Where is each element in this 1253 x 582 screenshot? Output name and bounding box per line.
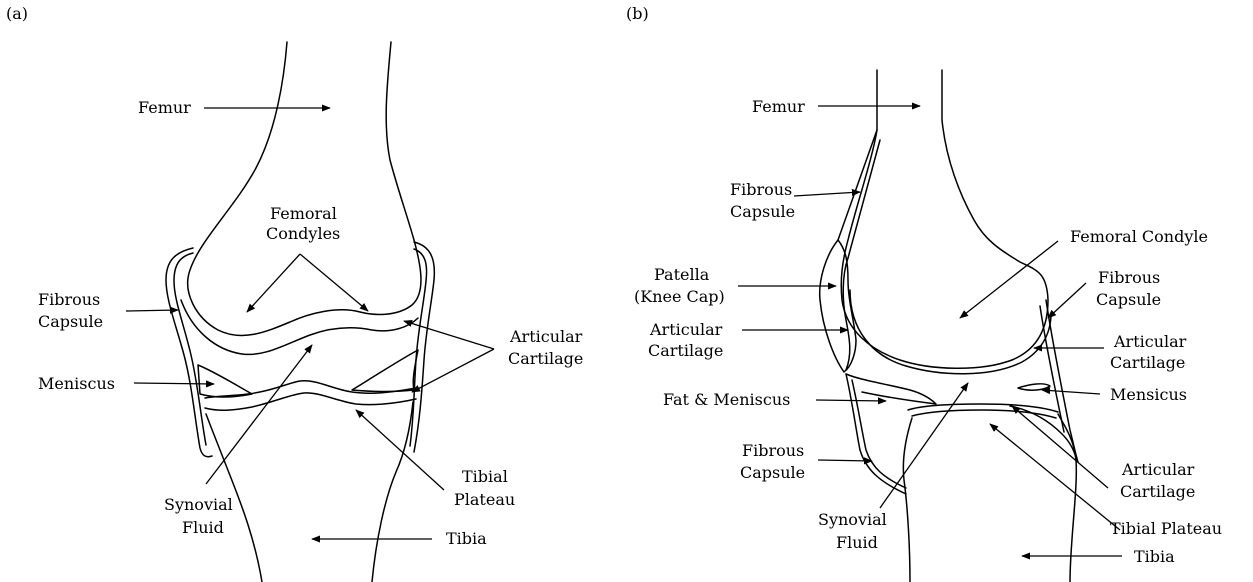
articular-cartilage-left-label-b-1: Articular [649, 320, 723, 339]
fibrous-capsule-right-label-b-1: Fibrous [1098, 268, 1160, 287]
fibrous-capsule-label-a-1: Fibrous [38, 290, 100, 309]
articular-cartilage-label-a-1: Articular [509, 327, 583, 346]
fibrous-capsule-right-label-b-2: Capsule [1096, 290, 1161, 309]
femur-outline-a [188, 42, 421, 335]
fibrous-capsule-top-label-b-2: Capsule [730, 202, 795, 221]
synovial-fluid-label-b-2: Fluid [836, 533, 878, 552]
fat-pad-b [846, 374, 936, 404]
synovial-fluid-label-a-1: Synovial [164, 495, 233, 514]
femoral-cartilage-b [850, 290, 1051, 374]
synovial-fluid-label-a-2: Fluid [182, 518, 224, 537]
tibia-outline-right-a [372, 402, 413, 582]
tibia-label-a: Tibia [446, 529, 487, 548]
fibrous-capsule-left-a [166, 248, 212, 457]
fibrous-capsule-bottom-label-b-1: Fibrous [742, 441, 804, 460]
tibial-cartilage-a [205, 381, 416, 398]
tibia-label-b: Tibia [1134, 547, 1175, 566]
fibrous-capsule-bottom-label-b-2: Capsule [740, 463, 805, 482]
femur-label-b: Femur [752, 97, 805, 116]
fibrous-capsule-lower-inner-b [852, 380, 906, 488]
patella-b [820, 240, 856, 372]
articular-cartilage-right-label-b-1: Articular [1113, 332, 1187, 351]
fibrous-capsule-left-inner-a [174, 253, 206, 445]
tibia-outline-b [903, 418, 912, 582]
femur-outline-b [841, 70, 1048, 368]
tibial-plateau-label-a-1: Tibial [462, 467, 508, 486]
fibrous-capsule-right-inner-a [410, 249, 427, 446]
panel-a-tag: (a) [6, 4, 28, 23]
tibial-plateau-label-b: Tibial Plateau [1110, 519, 1222, 538]
meniscus-back-b [1018, 384, 1050, 390]
fibrous-capsule-back-inner-b [1040, 306, 1064, 432]
femoral-cartilage-a [181, 300, 418, 354]
meniscus-label-a: Meniscus [38, 374, 115, 393]
condyle-arrow-right-a [300, 254, 368, 311]
panel-a: (a) Femur Femoral Condyles [6, 4, 583, 582]
fat-meniscus-arrow-b [816, 400, 886, 401]
fat-meniscus-label-b: Fat & Meniscus [663, 390, 790, 409]
capsule-arrow-a [126, 310, 178, 311]
articular-cartilage-bottom-label-b-1: Articular [1121, 460, 1195, 479]
meniscus-arrow-a [134, 383, 214, 384]
condyle-arrow-left-a [247, 254, 300, 312]
capsule-top-arrow-b [794, 192, 860, 196]
fibrous-capsule-top-label-b-1: Fibrous [730, 180, 792, 199]
articular-cartilage-left-label-b-2: Cartilage [648, 341, 723, 360]
femoral-condyle-label-b: Femoral Condyle [1070, 227, 1208, 246]
tibial-plateau-b [908, 404, 1058, 412]
femur-label-a: Femur [138, 98, 191, 117]
femoral-condyles-label-a-2: Condyles [266, 224, 340, 243]
meniscus-left-a [198, 365, 252, 397]
tibial-plateau-arrow-a [356, 410, 444, 490]
synovial-fluid-label-b-1: Synovial [818, 510, 887, 529]
articular-cartilage-label-a-2: Cartilage [508, 349, 583, 368]
panel-b: (b) [626, 4, 1222, 582]
synovial-arrow-a [206, 345, 312, 484]
femoral-condyles-label-a-1: Femoral [270, 204, 337, 223]
tibial-plateau-arrow-b [990, 424, 1120, 530]
patella-label-b-2: (Knee Cap) [634, 287, 725, 306]
tibial-plateau-label-a-2: Plateau [454, 490, 515, 509]
capsule-right-arrow-b [1048, 283, 1086, 318]
fibrous-capsule-label-a-2: Capsule [38, 312, 103, 331]
patella-label-b-1: Patella [654, 265, 710, 284]
articular-cartilage-right-label-b-2: Cartilage [1110, 353, 1185, 372]
panel-b-tag: (b) [626, 4, 649, 23]
mensicus-arrow-b [1042, 390, 1100, 394]
patella-cartilage-b [843, 258, 850, 370]
meniscus-right-a [352, 350, 418, 392]
articular-cartilage-bottom-label-b-2: Cartilage [1120, 482, 1195, 501]
mensicus-label-b: Mensicus [1110, 385, 1187, 404]
